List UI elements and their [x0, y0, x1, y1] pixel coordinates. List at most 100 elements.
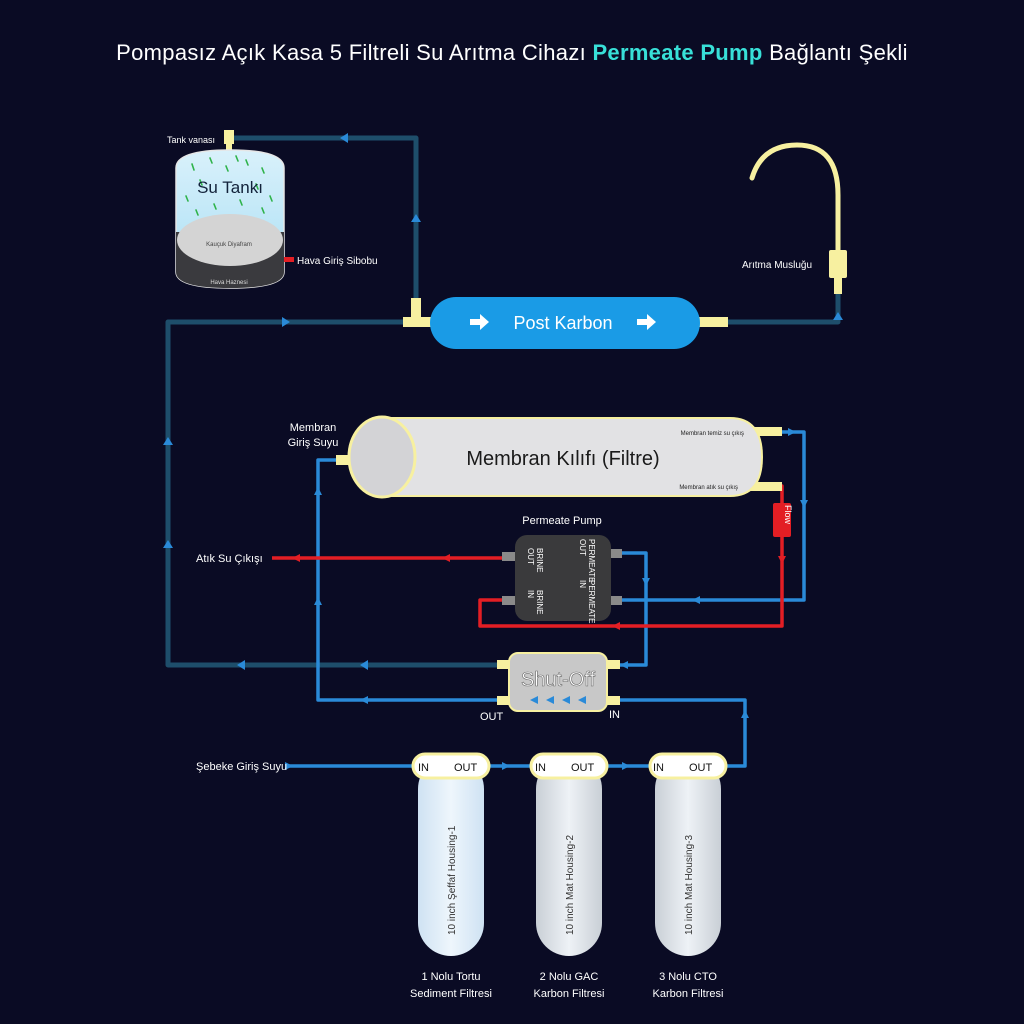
membrane-title: Membran Kılıfı (Filtre): [466, 448, 659, 470]
arrow-icon: [741, 710, 749, 718]
post-carbon-fitting-right: [698, 317, 728, 327]
housing-2-in-label: IN: [535, 762, 546, 774]
flow-arrows: [163, 133, 843, 770]
shutoff-valve: Shut-Off OUT IN: [480, 652, 620, 723]
housing-1-in-label: IN: [418, 762, 429, 774]
arrow-icon: [778, 556, 786, 564]
shutoff-in-label: IN: [609, 709, 620, 721]
faucet-label: Arıtma Musluğu: [742, 260, 812, 271]
air-valve: [284, 257, 294, 262]
post-carbon-label: Post Karbon: [513, 313, 612, 333]
arrow-icon: [788, 428, 796, 436]
housing-1: IN OUT 10 inch Şeffaf Housing-1 1 Nolu T…: [410, 752, 492, 1000]
svg-text:PERMEATE: PERMEATE: [587, 539, 596, 582]
housing-1-body: [418, 756, 484, 956]
housing-2-body-label: 10 inch Mat Housing-2: [565, 835, 576, 935]
housing-1-caption-2: Sediment Filtresi: [410, 988, 492, 1000]
membrane-cap: [347, 415, 417, 499]
arrow-icon: [620, 661, 628, 669]
permeate-pump: Permeate Pump BRINE OUT BRINE IN PERMEAT…: [502, 515, 622, 623]
flow-restrictor-label: Flow: [783, 505, 793, 525]
arrow-icon: [163, 437, 173, 445]
post-carbon-filter: Post Karbon: [403, 297, 728, 349]
arrow-icon: [411, 214, 421, 222]
housing-3-caption-2: Karbon Filtresi: [653, 988, 724, 1000]
water-drops: [185, 155, 273, 216]
arrow-icon: [642, 578, 650, 586]
main-pipes: [165, 135, 841, 668]
shutoff-out-label: OUT: [480, 711, 504, 723]
housing-3: IN OUT 10 inch Mat Housing-3 3 Nolu CTO …: [648, 752, 728, 1000]
housing-3-cap: [648, 752, 728, 780]
housing-2: IN OUT 10 inch Mat Housing-2 2 Nolu GAC …: [529, 752, 609, 1000]
tank-title: Su Tankı: [197, 178, 263, 197]
membrane-inlet-label-1: Membran: [290, 422, 336, 434]
shutoff-flow-arrows: [530, 696, 586, 704]
water-tank: Tank vanası Su Tankı Kauçuk Diyafram Hav…: [167, 130, 378, 289]
shutoff-label: Shut-Off: [521, 669, 596, 691]
tank-valve-label: Tank vanası: [167, 135, 215, 145]
pump-port-permeate-in: [606, 596, 622, 605]
page-title: Pompasız Açık Kasa 5 Filtreli Su Arıtma …: [0, 40, 1024, 66]
housing-2-out-label: OUT: [571, 762, 595, 774]
membrane-housing: Membran Kılıfı (Filtre) Membran temiz su…: [288, 415, 782, 499]
pump-port-brine-out: [502, 552, 518, 561]
membrane-waste-fitting: [748, 482, 782, 491]
permeate-pump-body: [515, 535, 611, 621]
flow-restrictor: Flow: [773, 503, 793, 537]
air-chamber-label: Hava Haznesi: [210, 280, 247, 286]
housing-3-in-label: IN: [653, 762, 664, 774]
arrow-icon: [360, 696, 368, 704]
arrow-right-icon: [637, 314, 656, 330]
arrow-icon: [692, 596, 700, 604]
housing-1-cap: [411, 752, 491, 780]
faucet-spout: [749, 142, 841, 253]
shutoff-fitting-top-right: [604, 660, 620, 669]
svg-text:PERMEATE: PERMEATE: [587, 580, 596, 623]
pump-port-brine-in: [502, 596, 518, 605]
faucet-base: [834, 278, 842, 294]
title-highlight: Permeate Pump: [592, 40, 763, 65]
arrow-icon: [314, 597, 322, 605]
post-carbon-body: [430, 297, 700, 349]
shutoff-fitting-out: [497, 696, 513, 705]
membrane-clean-label: Membran temiz su çıkış: [681, 431, 744, 437]
shutoff-to-membrane-pipe: [316, 458, 510, 702]
tank-to-post-carbon-pipe: [228, 135, 419, 320]
permeate-pump-title: Permeate Pump: [522, 515, 601, 527]
svg-text:BRINE: BRINE: [535, 548, 544, 572]
post-carbon-tee: [411, 298, 421, 320]
membrane-clean-fitting: [748, 427, 782, 436]
svg-text:OUT: OUT: [526, 548, 535, 565]
housing-3-body: [655, 756, 721, 956]
shutoff-fitting-top-left: [497, 660, 513, 669]
housing-3-body-label: 10 inch Mat Housing-3: [684, 835, 695, 935]
svg-text:OUT: OUT: [578, 539, 587, 556]
svg-text:IN: IN: [526, 590, 535, 598]
mains-inlet-label: Şebeke Giriş Suyu: [196, 761, 287, 773]
rubber-diaphragm: [177, 214, 283, 266]
arrow-icon: [833, 312, 843, 320]
arrow-icon: [292, 554, 300, 562]
air-valve-label: Hava Giriş Sibobu: [297, 256, 378, 267]
housing3-to-shutoff-pipe: [608, 698, 747, 768]
faucet: Arıtma Musluğu: [742, 142, 847, 294]
arrow-icon: [800, 500, 808, 508]
title-suffix: Bağlantı Şekli: [769, 40, 908, 65]
arrow-icon: [622, 762, 630, 770]
housing-2-caption-2: Karbon Filtresi: [534, 988, 605, 1000]
housing-1-out-label: OUT: [454, 762, 478, 774]
arrow-icon: [285, 762, 293, 770]
housing-2-cap: [529, 752, 609, 780]
shutoff-body: [508, 652, 608, 712]
post-carbon-to-faucet-pipe: [702, 290, 841, 325]
arrow-icon: [442, 554, 450, 562]
return-loop-pipe: [165, 319, 510, 668]
membrane-inlet-fitting: [336, 455, 352, 465]
arrow-icon: [612, 622, 620, 630]
arrow-icon: [282, 317, 290, 327]
pump-port-permeate-out: [606, 549, 622, 558]
housing-3-caption-1: 3 Nolu CTO: [659, 971, 717, 983]
membrane-body: [381, 417, 764, 497]
